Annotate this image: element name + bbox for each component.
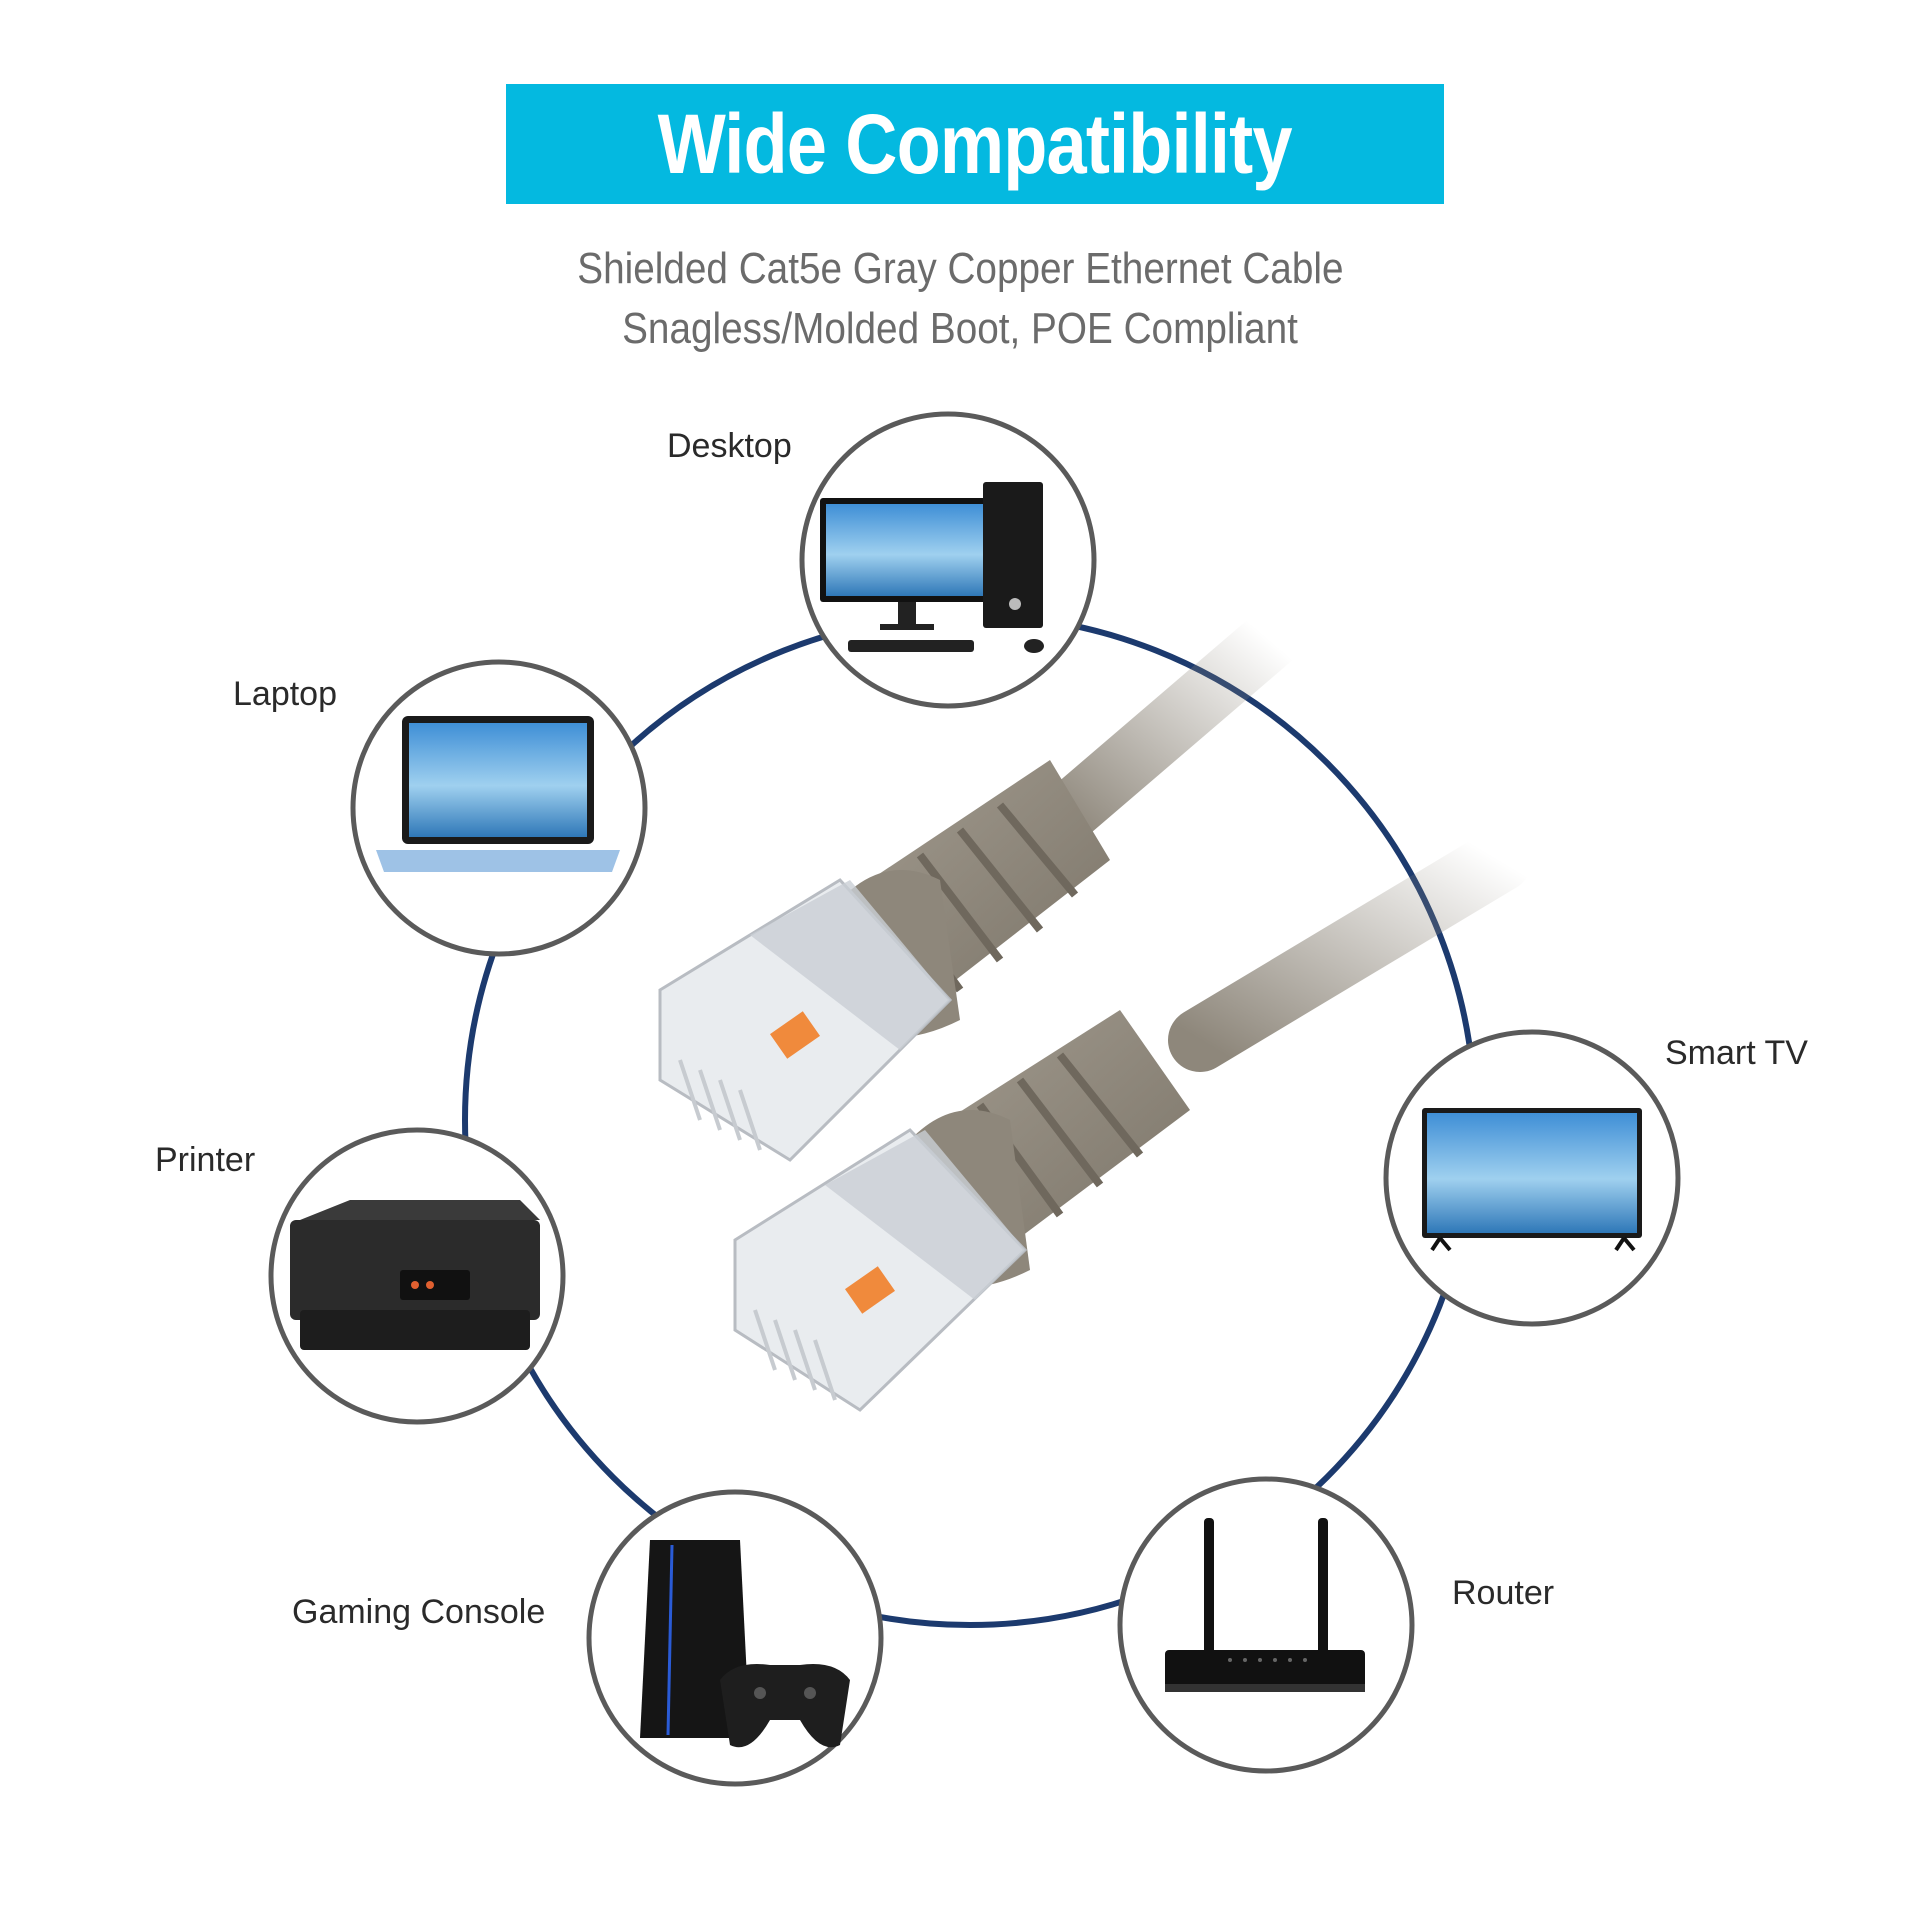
- ethernet-cable-upper: [658, 610, 1300, 1162]
- device-router: [1117, 1476, 1415, 1774]
- desktop-computer-icon: [820, 482, 1044, 653]
- device-desktop: [799, 411, 1097, 709]
- label-laptop: Laptop: [233, 675, 337, 713]
- subtitle-line-2: Snagless/Molded Boot, POE Compliant: [622, 304, 1298, 353]
- label-router: Router: [1452, 1574, 1555, 1612]
- label-gaming-console: Gaming Console: [292, 1593, 546, 1631]
- subtitle-line-1: Shielded Cat5e Gray Copper Ethernet Cabl…: [576, 244, 1344, 293]
- printer-icon: [290, 1200, 540, 1350]
- label-desktop: Desktop: [667, 427, 792, 465]
- label-printer: Printer: [155, 1141, 256, 1179]
- gaming-console-icon: [640, 1540, 850, 1748]
- ethernet-cable-lower: [733, 828, 1532, 1412]
- device-printer: [268, 1127, 566, 1425]
- router-icon: [1165, 1518, 1365, 1692]
- device-smart-tv: [1383, 1029, 1681, 1327]
- title-banner: Wide Compatibility: [506, 84, 1444, 204]
- device-laptop: [350, 659, 648, 957]
- page-title: Wide Compatibility: [657, 96, 1293, 191]
- label-smart-tv: Smart TV: [1665, 1034, 1808, 1072]
- smart-tv-icon: [1422, 1108, 1642, 1252]
- laptop-icon: [376, 716, 620, 872]
- device-gaming-console: [586, 1489, 884, 1787]
